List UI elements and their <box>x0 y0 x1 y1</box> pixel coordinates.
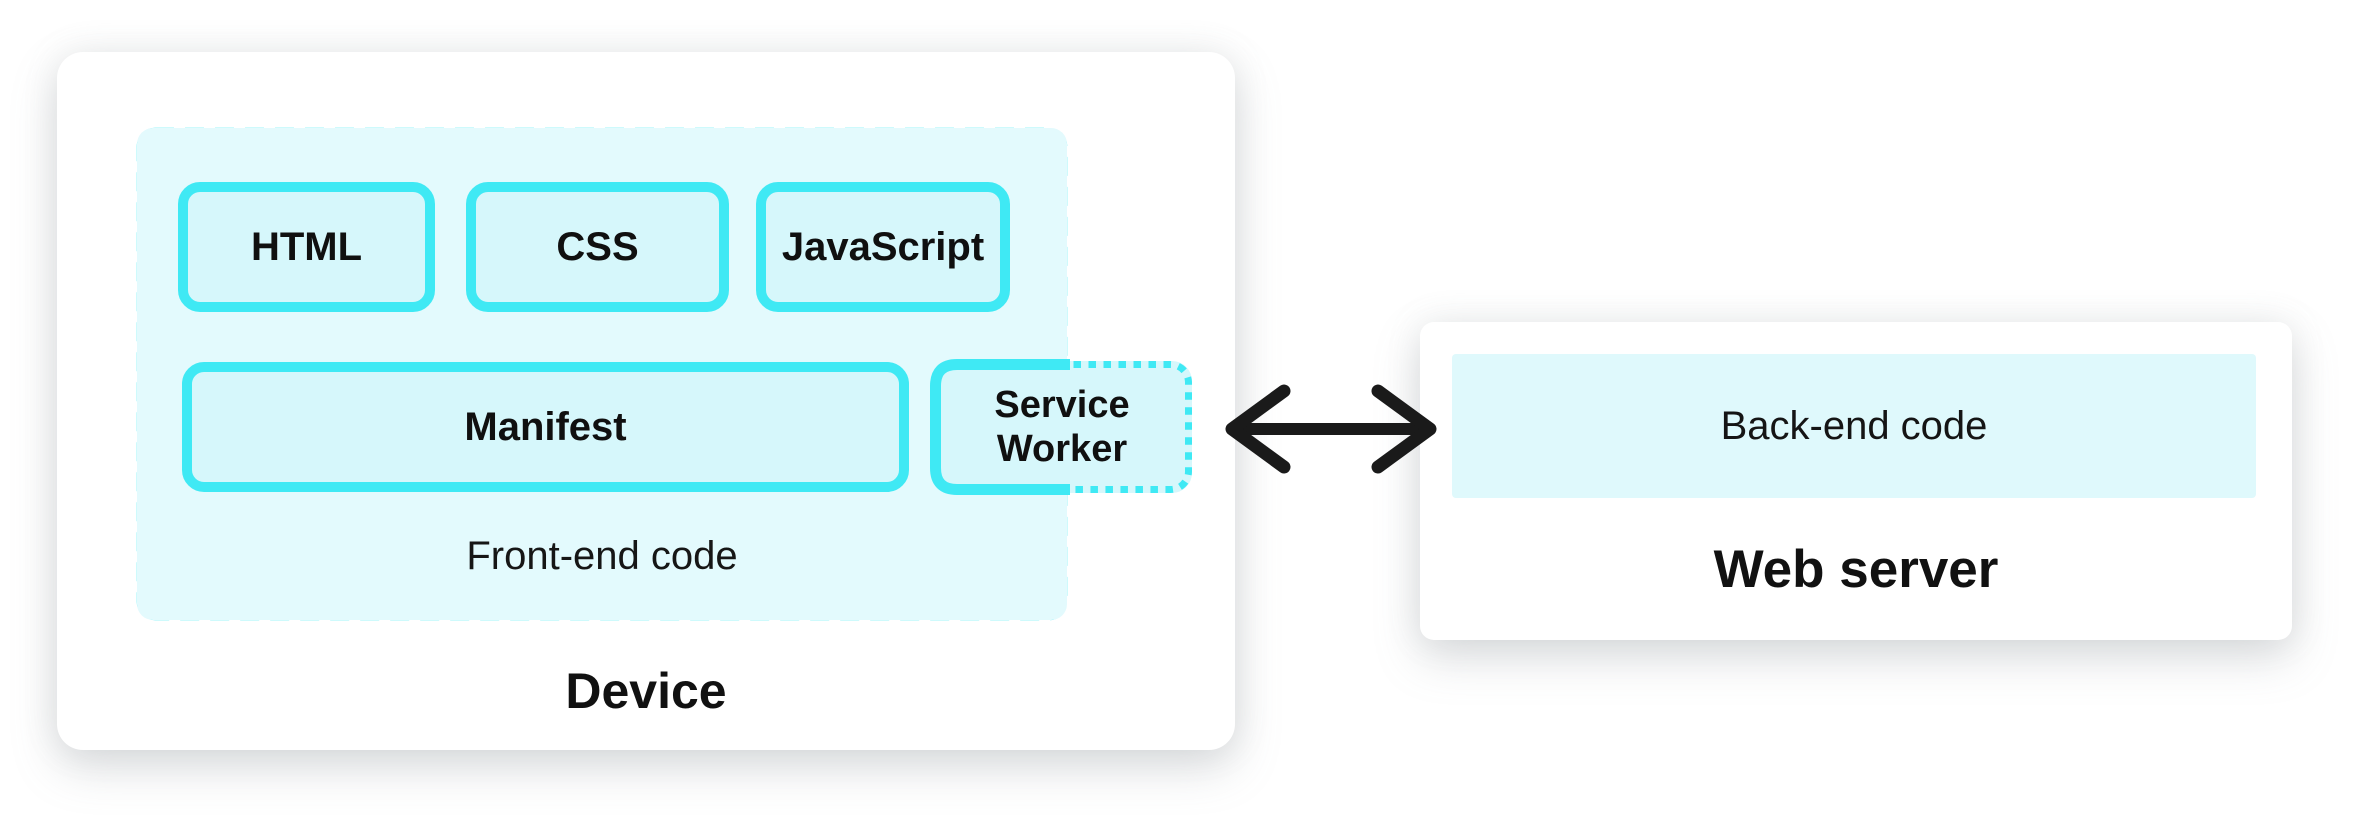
javascript-label: JavaScript <box>781 224 985 269</box>
manifest-box: Manifest <box>182 362 909 492</box>
manifest-label: Manifest <box>464 404 627 449</box>
backend-code-label: Back-end code <box>1720 403 1988 448</box>
frontend-code-label: Front-end code <box>466 534 738 578</box>
css-label: CSS <box>556 224 639 269</box>
service-worker-label: Service Worker <box>994 383 1130 470</box>
html-box: HTML <box>178 182 435 312</box>
html-label: HTML <box>250 224 363 269</box>
device-label: Device <box>565 663 727 719</box>
javascript-box: JavaScript <box>756 182 1010 312</box>
arrow-head-left <box>1225 384 1291 474</box>
css-box: CSS <box>466 182 729 312</box>
service-worker-box: Service Worker <box>932 361 1192 493</box>
backend-code-box: Back-end code <box>1452 354 2256 498</box>
web-server-label: Web server <box>1713 540 1999 599</box>
double-arrow-icon <box>1225 384 1437 474</box>
